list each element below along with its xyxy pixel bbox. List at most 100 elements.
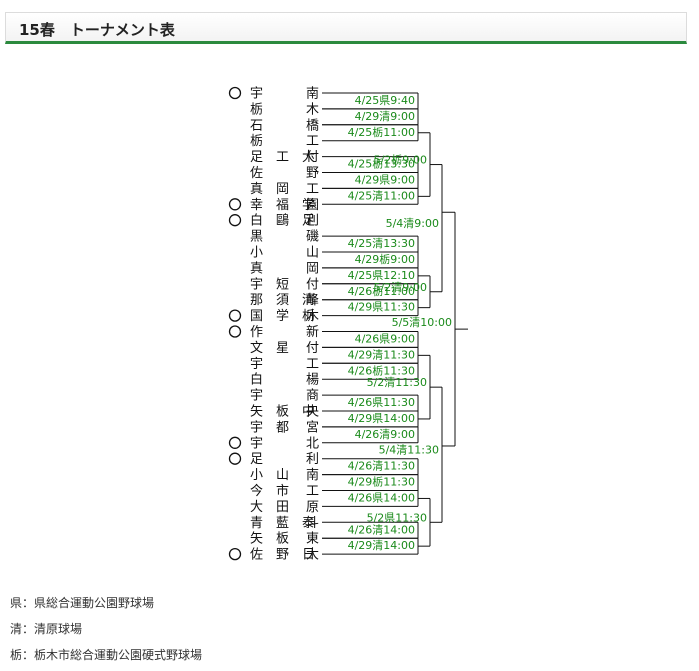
- match-label: 4/29県11:30: [348, 301, 415, 314]
- match-label: 4/25県9:40: [355, 94, 415, 107]
- team-name-left: 矢 板: [250, 532, 289, 547]
- team-name-left: 文 星: [250, 341, 289, 356]
- seed-marker: [228, 436, 242, 449]
- team-name-right: 工: [306, 134, 319, 149]
- match-label: 4/29県14:00: [348, 412, 415, 425]
- match-label: 4/26県14:00: [348, 491, 415, 504]
- match-label: 4/26清11:30: [348, 460, 415, 473]
- match-label: 4/26栃11:30: [348, 363, 415, 377]
- match-label-round2: 5/2県11:30: [367, 511, 427, 524]
- match-label-round2: 5/2清9:00: [374, 281, 427, 294]
- team-name-right: 北: [306, 436, 319, 451]
- team-name-right: 岡: [306, 261, 319, 276]
- team-name-left: 幸 福 学: [250, 197, 315, 213]
- team-name-left: 石: [250, 118, 263, 133]
- team-name-left: 黒: [250, 230, 263, 245]
- team-name-left: 真 岡: [250, 182, 289, 197]
- team-name-right: 楊: [306, 372, 319, 388]
- team-name-right: 東: [306, 531, 319, 547]
- team-name-left: 宇 短: [250, 277, 289, 292]
- match-label: 4/25栃11:00: [348, 125, 415, 139]
- team-name-left: 小 山: [250, 468, 289, 483]
- team-name-left: 栃: [250, 102, 263, 117]
- seed-marker: [228, 309, 242, 322]
- team-name-right: 大: [306, 548, 319, 563]
- match-label-round3: 5/4清9:00: [386, 217, 439, 230]
- team-name-left: 白: [250, 372, 263, 388]
- seed-marker: [228, 452, 242, 465]
- match-label-final: 5/5清10:00: [392, 316, 452, 329]
- team-name-left: 宇: [250, 357, 263, 372]
- team-name-right: 利: [306, 452, 319, 467]
- match-label: 4/29県9:00: [355, 173, 415, 186]
- team-name-left: 佐: [250, 166, 263, 181]
- match-label: 4/29清14:00: [348, 539, 415, 552]
- legend-venue-kiyohara: 清：清原球場: [10, 622, 83, 636]
- match-label: 4/25栃13:30: [348, 157, 415, 171]
- team-name-left: 真: [250, 261, 263, 276]
- page-title-bar: 15春 トーナメント表: [5, 12, 687, 44]
- team-name-right: 園: [306, 198, 319, 213]
- team-name-left: 矢 板 中: [250, 405, 315, 420]
- team-name-left: 足 工 大: [250, 150, 315, 165]
- seed-marker: [228, 214, 242, 227]
- team-name-left: 宇: [250, 389, 263, 404]
- team-name-right: 磯: [306, 230, 319, 245]
- team-name-right: 工: [306, 182, 319, 197]
- match-label: 4/29栃11:30: [348, 475, 415, 489]
- team-name-right: 付: [306, 341, 319, 356]
- team-name-right: 南: [306, 467, 319, 483]
- page-title: 15春 トーナメント表: [19, 21, 175, 39]
- team-name-right: 木: [306, 309, 319, 324]
- match-label: 4/26県9:00: [355, 332, 415, 345]
- team-name-left: 宇: [250, 87, 263, 102]
- team-name-left: 白 鷗 足: [250, 213, 315, 229]
- team-name-right: 宮: [306, 419, 319, 435]
- match-label-round3: 5/4清11:30: [379, 444, 439, 457]
- team-name-left: 作: [250, 325, 263, 340]
- legend-venue-tochigi: 栃：栃木市総合運動公園硬式野球場: [10, 648, 203, 662]
- match-label-round2: 5/2清11:30: [367, 376, 427, 389]
- match-label: 4/25県12:10: [348, 269, 415, 282]
- team-name-left: 国 学 栃: [250, 308, 315, 324]
- team-name-right: 峰: [306, 293, 319, 308]
- match-label: 4/29栃9:00: [355, 252, 415, 266]
- team-name-left: 栃: [250, 134, 263, 149]
- match-label: 4/26清14:00: [348, 523, 415, 536]
- legend-venue-ken: 県：県総合運動公園野球場: [10, 596, 155, 610]
- team-name-left: 那 須 清: [250, 293, 315, 308]
- match-label: 4/26栃11:00: [348, 284, 415, 298]
- team-name-left: 宇 都: [250, 420, 289, 435]
- team-name-right: 付: [306, 277, 319, 292]
- team-name-right: 木: [306, 102, 319, 117]
- team-name-right: 橋: [306, 118, 319, 133]
- team-name-right: 工: [306, 357, 319, 372]
- seed-marker: [228, 86, 242, 100]
- team-name-right: 利: [306, 214, 319, 229]
- match-label: 4/29清9:00: [355, 110, 415, 123]
- team-name-right: 山: [306, 246, 319, 261]
- team-name-right: 商: [306, 389, 319, 404]
- seed-marker: [228, 547, 242, 561]
- match-label: 4/26清9:00: [355, 428, 415, 441]
- match-label-round2: 5/2栃9:00: [374, 153, 427, 167]
- team-name-left: 佐 野 日: [250, 548, 315, 563]
- seed-marker: [228, 325, 242, 338]
- team-name-right: 工: [306, 484, 319, 499]
- team-name-left: 宇: [250, 436, 263, 451]
- match-label: 4/25清11:00: [348, 189, 415, 202]
- team-name-right: 野: [306, 166, 319, 181]
- team-name-right: 央: [306, 405, 319, 420]
- team-name-right: 新: [306, 324, 319, 340]
- team-name-right: 南: [306, 86, 319, 102]
- team-name-left: 大 田: [250, 500, 289, 515]
- team-name-right: 斗: [306, 516, 319, 531]
- team-name-left: 足: [250, 452, 263, 467]
- seed-marker: [228, 198, 242, 211]
- team-name-left: 今 市: [250, 483, 289, 499]
- team-name-left: 青 藍 泰: [250, 516, 315, 531]
- match-label: 4/26県11:30: [348, 396, 415, 409]
- match-label: 4/25清13:30: [348, 237, 415, 250]
- tournament-bracket: 宇南栃木石橋栃工足 工 大付佐野真 岡工幸 福 学園白 鷗 足利黒磯小山真岡宇 …: [228, 86, 468, 563]
- team-name-right: 原: [306, 500, 319, 515]
